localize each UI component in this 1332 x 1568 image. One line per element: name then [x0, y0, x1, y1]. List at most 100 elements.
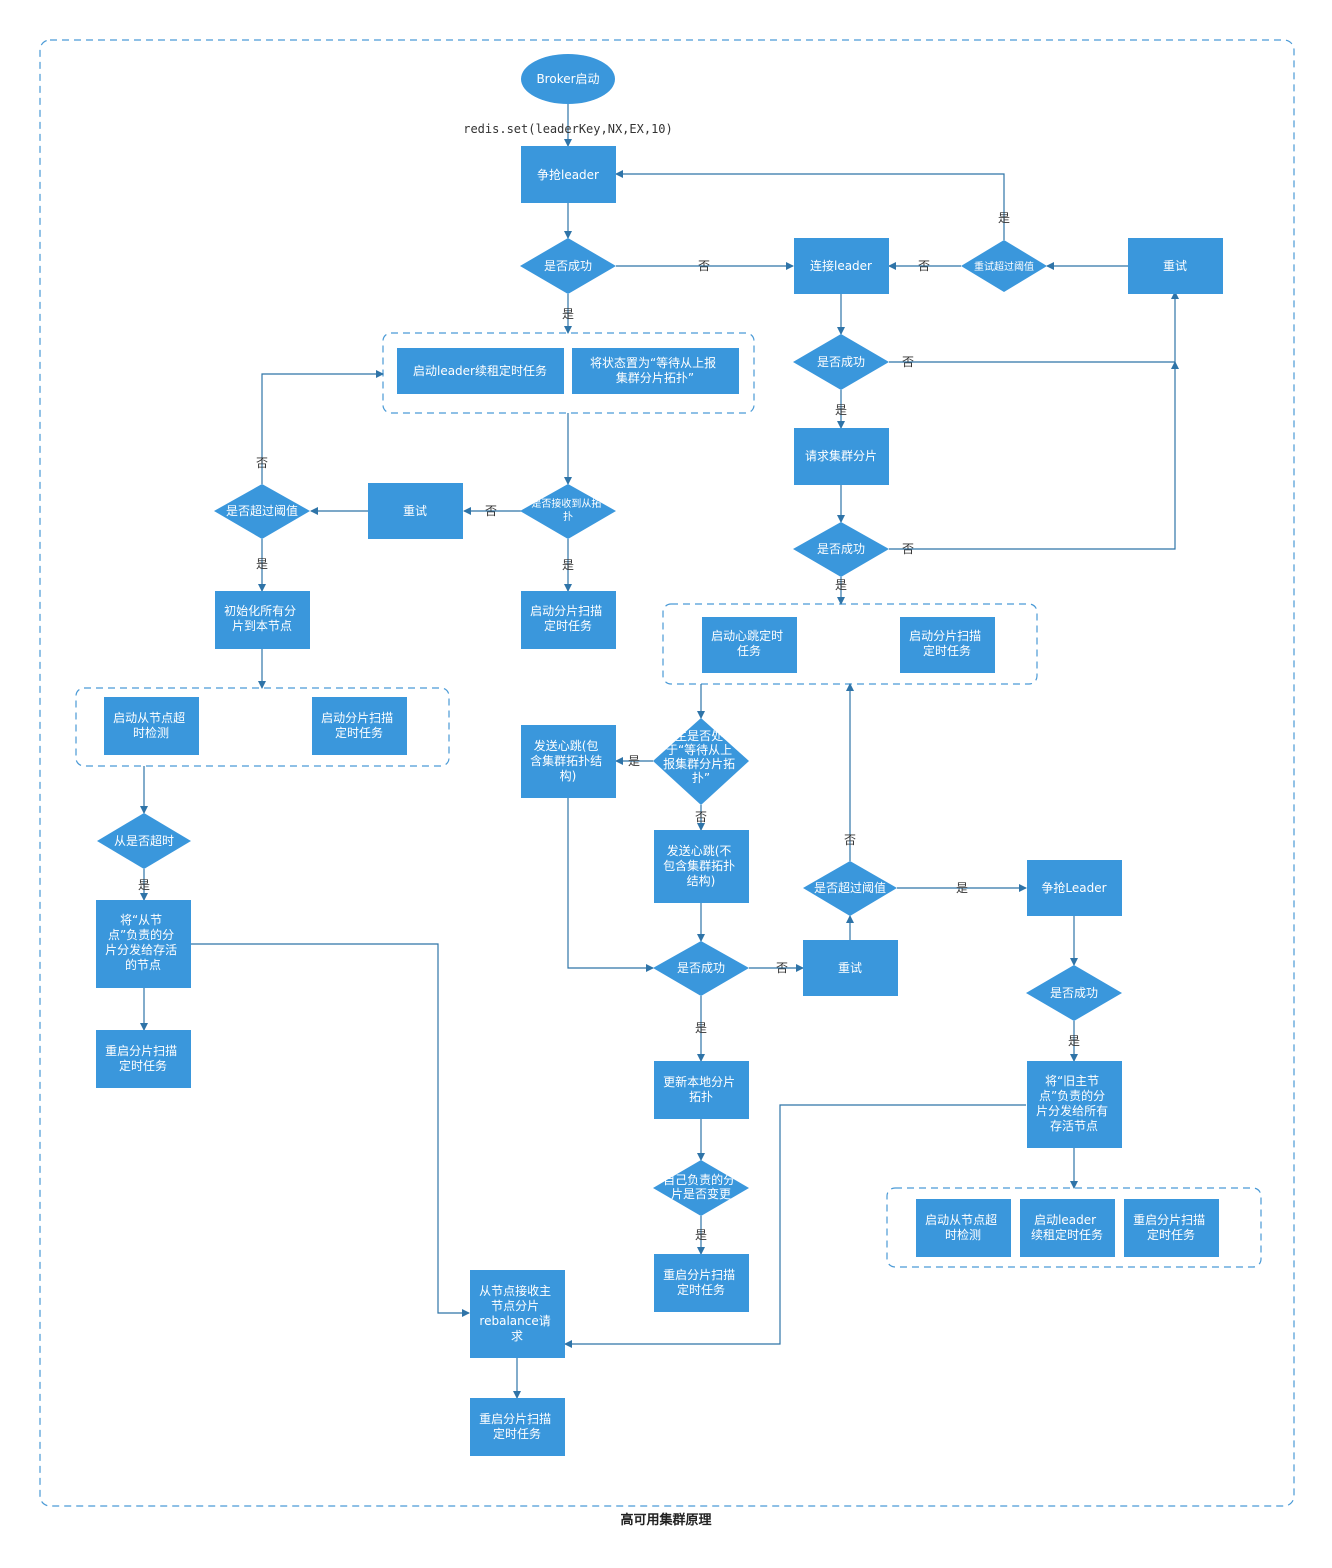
- is-success-diamond-5: [653, 941, 749, 996]
- start-slave-timeout-label: 启动从节点超 时检测: [113, 710, 189, 740]
- edge-label-yes: 是: [956, 881, 968, 895]
- slave-timeout-label: 从是否超时: [114, 833, 174, 848]
- received-slave-label: 是否接收到从拓 扑: [531, 497, 604, 523]
- assign-old-master-box: [1027, 1061, 1122, 1148]
- redis-command-label: redis.set(leaderKey,NX,EX,10): [463, 122, 673, 136]
- retry-label-2: 重试: [403, 503, 427, 518]
- edge-label-yes: 是: [835, 578, 847, 592]
- slave-timeout-diamond: [97, 813, 191, 869]
- is-success-diamond-1: [520, 238, 616, 294]
- own-shard-changed-label: 自己负责的分 片是否变更: [663, 1172, 739, 1201]
- start-node-label: Broker启动: [536, 72, 599, 86]
- over-threshold-diamond-2: [214, 484, 310, 539]
- set-state-label: 将状态置为“等待从上报 集群分片拓扑”: [590, 355, 720, 385]
- start-shard-scan-label-3: 启动分片扫描 定时任务: [321, 711, 397, 740]
- edge-label-no: 否: [695, 810, 707, 824]
- start-heartbeat-task-label: 启动心跳定时 任务: [711, 628, 787, 658]
- retry-box-3: [803, 940, 898, 996]
- start-shard-scan-box-2: [900, 617, 995, 673]
- start-slave-timeout-box-2: [916, 1199, 1011, 1257]
- edge-label-no: 否: [485, 504, 497, 518]
- compete-leader-box-2: [1027, 860, 1122, 916]
- is-success-label-1: 是否成功: [544, 259, 592, 273]
- retry-threshold-label-1: 重试超过阈值: [974, 260, 1034, 273]
- restart-scan-box-4: [470, 1398, 565, 1456]
- set-state-box: [572, 348, 739, 394]
- restart-scan-label-4: 重启分片扫描 定时任务: [479, 1412, 555, 1441]
- edge-label-no: 否: [844, 833, 856, 847]
- edge-label-yes: 是: [695, 1021, 707, 1035]
- is-success-label-2: 是否成功: [817, 355, 865, 369]
- master-waiting-label: 主是否处 于“等待从上 报集群分片拓 扑”: [663, 729, 739, 785]
- send-heartbeat-with-box: [521, 725, 616, 798]
- start-lease-task-label: 启动leader续租定时任务: [413, 363, 547, 378]
- send-heartbeat-with-label: 发送心跳(包 含集群拓扑结 构): [530, 738, 606, 783]
- restart-scan-label-2: 重启分片扫描 定时任务: [663, 1268, 739, 1297]
- compete-leader-label-2: 争抢Leader: [1041, 880, 1106, 895]
- start-shard-scan-label-1: 启动分片扫描 定时任务: [530, 604, 606, 633]
- compete-leader-box: [521, 146, 616, 203]
- group-slave-timeout-scan: [75, 687, 450, 767]
- is-success-label-3: 是否成功: [817, 542, 865, 556]
- edge-label-yes: 是: [695, 1228, 707, 1242]
- group-new-master-tasks: [886, 1187, 1262, 1268]
- retry-label-1: 重试: [1163, 258, 1187, 273]
- edge-label-yes: 是: [628, 754, 640, 768]
- is-success-label-4: 是否成功: [1050, 986, 1098, 1000]
- retry-box-1: [1128, 238, 1223, 294]
- edge-label-no: 否: [902, 542, 914, 556]
- start-shard-scan-label-2: 启动分片扫描 定时任务: [909, 629, 985, 658]
- send-heartbeat-without-label: 发送心跳(不 包含集群拓扑 结构): [663, 843, 739, 888]
- send-heartbeat-without-box: [654, 830, 749, 903]
- own-shard-changed-diamond: [653, 1160, 749, 1216]
- retry-label-3: 重试: [838, 960, 862, 975]
- start-node: [521, 54, 615, 104]
- assign-slave-shards-box: [96, 900, 191, 988]
- over-threshold-label-3: 是否超过阈值: [814, 880, 886, 895]
- start-lease-task-box-2: [1020, 1199, 1115, 1257]
- compete-leader-label: 争抢leader: [537, 167, 599, 182]
- edge-label-no: 否: [902, 355, 914, 369]
- slave-receive-rebalance-label: 从节点接收主 节点分片 rebalance请 求: [479, 1283, 555, 1343]
- edge-label-yes: 是: [835, 403, 847, 417]
- start-shard-scan-box-3: [312, 697, 407, 755]
- edge-label-no: 否: [776, 961, 788, 975]
- start-slave-timeout-box: [104, 697, 199, 755]
- connectors: [140, 104, 1179, 1399]
- start-heartbeat-task-box: [702, 617, 797, 673]
- is-success-diamond-3: [793, 522, 889, 577]
- is-success-diamond-4: [1026, 965, 1122, 1021]
- edge-label-yes: 是: [562, 558, 574, 572]
- retry-box-2: [368, 483, 463, 539]
- restart-scan-box-2: [654, 1254, 749, 1312]
- received-slave-diamond: [520, 484, 616, 539]
- restart-scan-box-3: [1124, 1199, 1219, 1257]
- connect-leader-label: 连接leader: [810, 258, 872, 273]
- assign-old-master-label: 将“旧主节 点”负责的分 片分发给所有 存活节点: [1036, 1074, 1112, 1133]
- start-slave-timeout-label-2: 启动从节点超 时检测: [925, 1212, 1001, 1242]
- restart-scan-label-1: 重启分片扫描 定时任务: [105, 1044, 181, 1073]
- retry-threshold-diamond-1: [961, 240, 1047, 292]
- edge-label-no: 否: [698, 259, 710, 273]
- start-lease-task-label-2: 启动leader 续租定时任务: [1031, 1213, 1103, 1242]
- over-threshold-label-2: 是否超过阈值: [226, 503, 298, 518]
- init-shards-box: [215, 591, 310, 649]
- start-shard-scan-box-1: [521, 591, 616, 649]
- edge-label-yes: 是: [256, 557, 268, 571]
- outer-frame: [39, 39, 1295, 1507]
- edge-label-yes: 是: [1068, 1034, 1080, 1048]
- master-waiting-diamond: [653, 718, 749, 805]
- is-success-label-5: 是否成功: [677, 961, 725, 975]
- update-topology-box: [654, 1061, 749, 1119]
- request-shards-box: [794, 428, 889, 485]
- is-success-diamond-2: [793, 334, 889, 390]
- request-shards-label: 请求集群分片: [805, 448, 877, 463]
- slave-receive-rebalance-box: [470, 1270, 565, 1358]
- update-topology-label: 更新本地分片 拓扑: [663, 1074, 739, 1104]
- diagram-caption: 高可用集群原理: [620, 1512, 711, 1528]
- connect-leader-box: [794, 238, 889, 294]
- start-lease-task-box: [397, 348, 564, 394]
- edge-label-yes: 是: [562, 307, 574, 321]
- edge-label-yes: 是: [138, 878, 150, 892]
